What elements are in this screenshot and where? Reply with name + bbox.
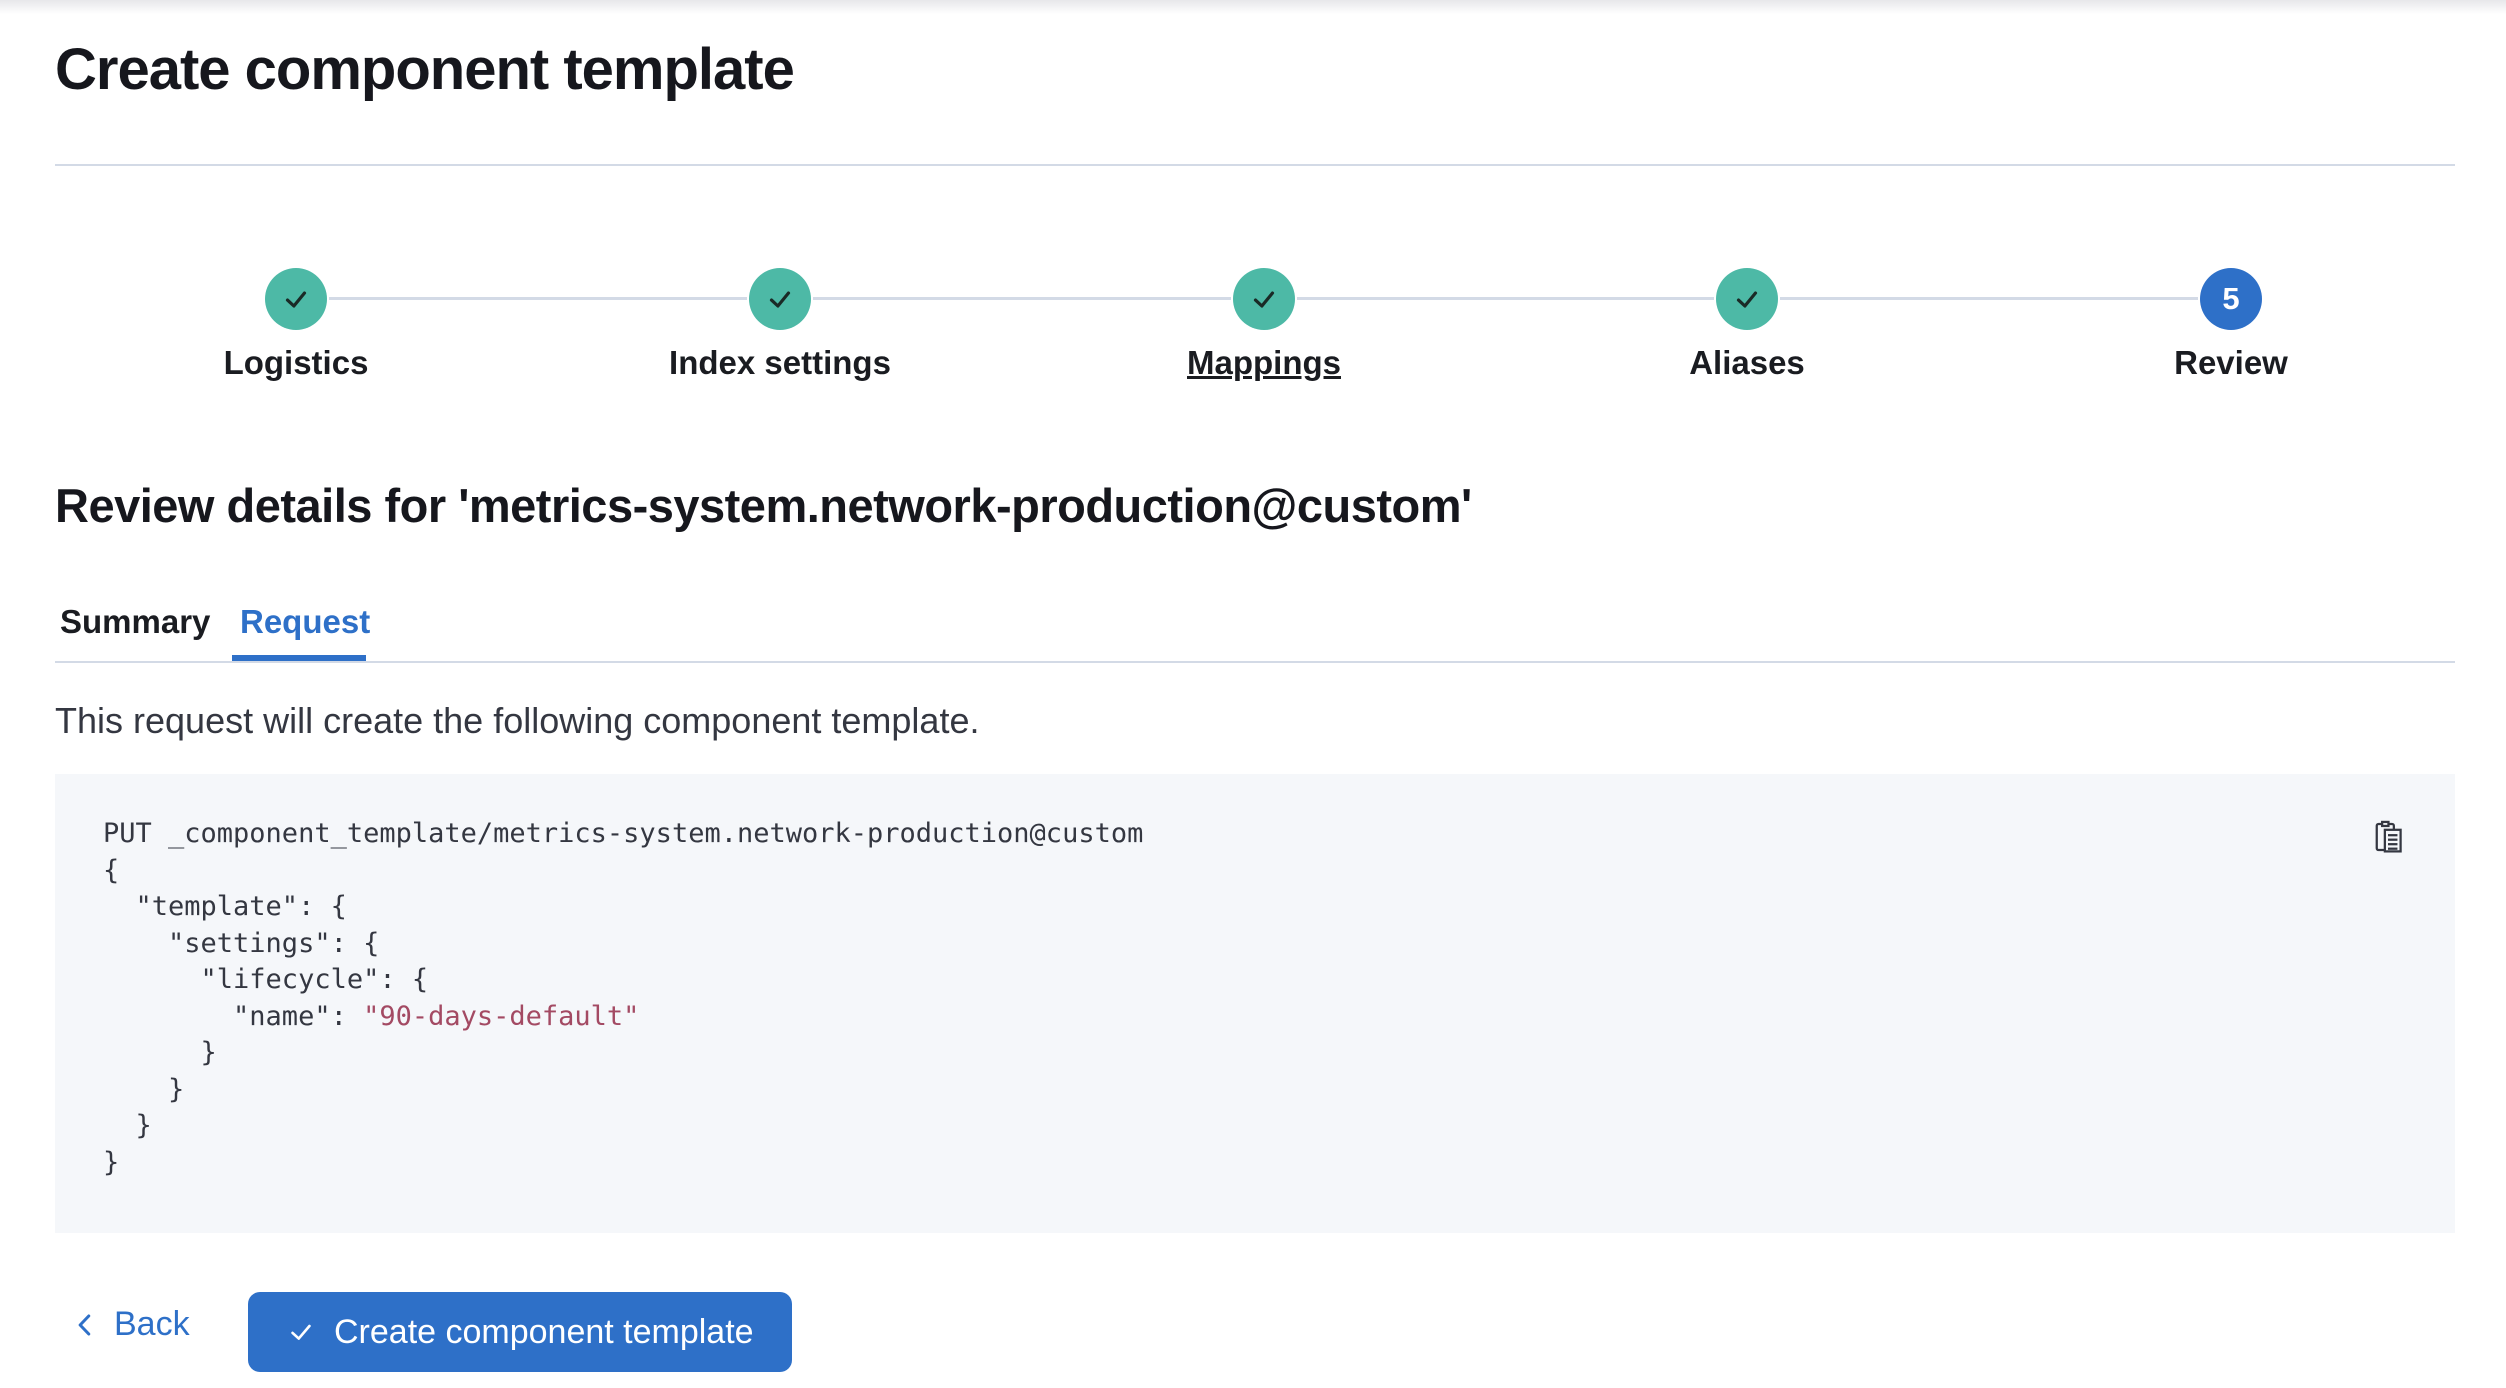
step-circle-logistics[interactable] [265, 268, 327, 330]
review-details-heading: Review details for 'metrics-system.netwo… [55, 479, 1472, 532]
step-label-logistics[interactable]: Logistics [223, 344, 369, 381]
step-circle-review: 5 [2200, 268, 2262, 330]
code-line: { [103, 854, 120, 886]
back-button-label: Back [114, 1305, 190, 1343]
code-line: } [103, 1037, 217, 1068]
page-title: Create component template [55, 37, 795, 102]
check-icon [1730, 282, 1764, 316]
tab-request[interactable]: Request [240, 603, 371, 640]
step-label-review: Review [2174, 344, 2288, 381]
code-key: "name": [103, 1000, 364, 1032]
request-code: PUT _component_template/metrics-system.n… [103, 816, 1143, 1181]
code-line: } [103, 1110, 152, 1141]
step-circle-index-settings[interactable] [749, 268, 811, 330]
back-button[interactable]: Back [70, 1305, 190, 1344]
request-code-block: PUT _component_template/metrics-system.n… [55, 774, 2455, 1233]
request-description: This request will create the following c… [55, 700, 980, 741]
step-label-index-settings[interactable]: Index settings [669, 344, 891, 381]
step-connector [1297, 297, 1714, 300]
check-icon [286, 1317, 316, 1347]
code-line: "settings": { [103, 927, 380, 959]
title-divider [55, 164, 2455, 166]
step-label-mappings[interactable]: Mappings [1187, 344, 1341, 381]
step-connector [813, 297, 1231, 300]
code-string-value: "90-days-default" [363, 1000, 640, 1032]
tabs-divider [55, 661, 2455, 663]
step-circle-aliases[interactable] [1716, 268, 1778, 330]
step-circle-mappings[interactable] [1233, 268, 1295, 330]
code-line: PUT _component_template/metrics-system.n… [103, 818, 1144, 849]
page-top-shadow [0, 0, 2506, 14]
step-label-aliases[interactable]: Aliases [1689, 344, 1805, 381]
chevron-left-icon [70, 1310, 100, 1340]
code-line: } [103, 1146, 120, 1178]
check-icon [763, 282, 797, 316]
check-icon [1247, 282, 1281, 316]
create-component-template-button[interactable]: Create component template [248, 1292, 792, 1372]
code-line: "template": { [103, 891, 347, 922]
tab-summary[interactable]: Summary [60, 603, 211, 640]
step-number: 5 [2222, 281, 2240, 316]
code-line: "lifecycle": { [103, 964, 429, 995]
step-connector [329, 297, 747, 300]
code-line: "name": "90-days-default" [103, 999, 1143, 1036]
code-line: } [103, 1073, 185, 1105]
copy-clipboard-icon[interactable] [2369, 818, 2407, 856]
step-connector [1780, 297, 2198, 300]
create-button-label: Create component template [334, 1312, 754, 1351]
check-icon [279, 282, 313, 316]
active-tab-indicator [232, 655, 366, 661]
